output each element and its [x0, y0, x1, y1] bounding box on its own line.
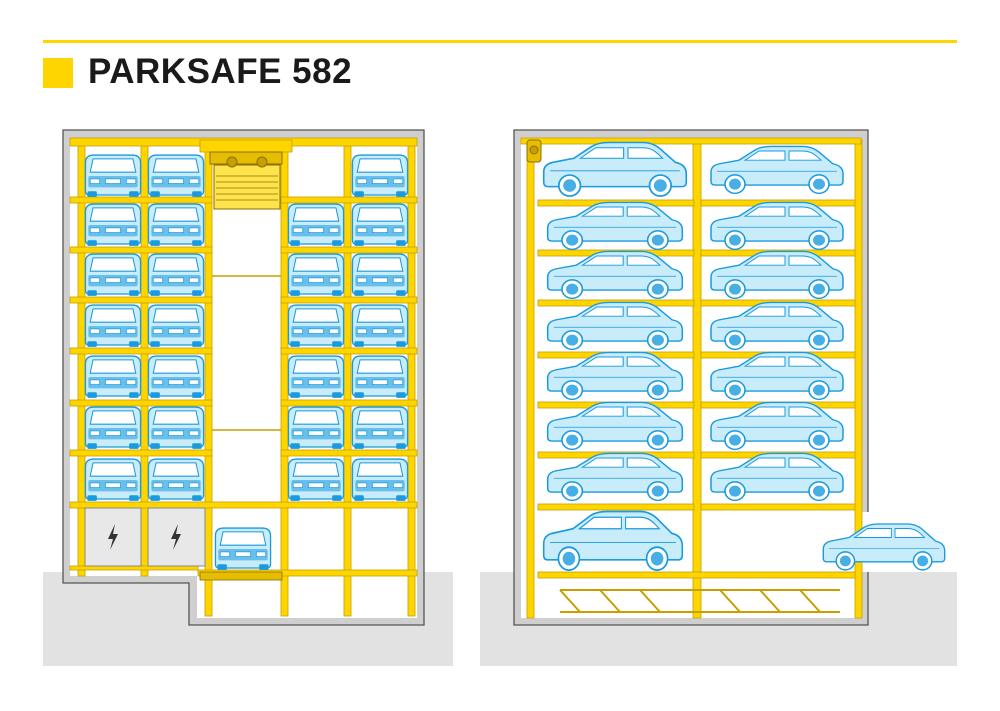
- car-top-view-icon: [214, 527, 272, 571]
- car-top-view-icon: [351, 458, 409, 502]
- front-level-decks: [69, 196, 418, 577]
- car-top-view-icon: [84, 355, 142, 399]
- car-top-view-icon: [84, 304, 142, 348]
- car-top-view-icon: [287, 458, 345, 502]
- side-section-diagram: [513, 129, 946, 626]
- car-top-view-icon: [84, 203, 142, 247]
- car-top-view-icon: [351, 203, 409, 247]
- car-top-view-icon: [351, 406, 409, 450]
- front-entry-platform: [199, 571, 283, 581]
- car-top-view-icon: [351, 253, 409, 297]
- car-top-view-icon: [84, 458, 142, 502]
- car-top-view-icon: [147, 355, 205, 399]
- car-top-view-icon: [147, 458, 205, 502]
- car-top-view-icon: [351, 154, 409, 198]
- car-top-view-icon: [351, 304, 409, 348]
- car-top-view-icon: [287, 355, 345, 399]
- page-title: PARKSAFE 582: [88, 52, 353, 91]
- lift-carriage-icon: [199, 139, 293, 210]
- car-top-view-icon: [147, 406, 205, 450]
- car-top-view-icon: [287, 253, 345, 297]
- front-section-diagram: [62, 129, 425, 626]
- car-top-view-icon: [287, 304, 345, 348]
- car-top-view-icon: [147, 203, 205, 247]
- car-top-view-icon: [147, 253, 205, 297]
- title-marker-square: [43, 58, 73, 88]
- car-top-view-icon: [147, 154, 205, 198]
- side-drive-unit: [526, 139, 542, 163]
- car-top-view-icon: [84, 154, 142, 198]
- side-top-beam: [520, 137, 862, 145]
- car-top-view-icon: [147, 304, 205, 348]
- car-top-view-icon: [287, 203, 345, 247]
- car-top-view-icon: [287, 406, 345, 450]
- front-shaft-rods: [212, 275, 281, 431]
- header-rule: [43, 40, 957, 43]
- car-top-view-icon: [84, 406, 142, 450]
- car-top-view-icon: [84, 253, 142, 297]
- car-top-view-icon: [351, 355, 409, 399]
- side-bottom-truss: [559, 589, 840, 613]
- front-power-doors: [84, 507, 206, 567]
